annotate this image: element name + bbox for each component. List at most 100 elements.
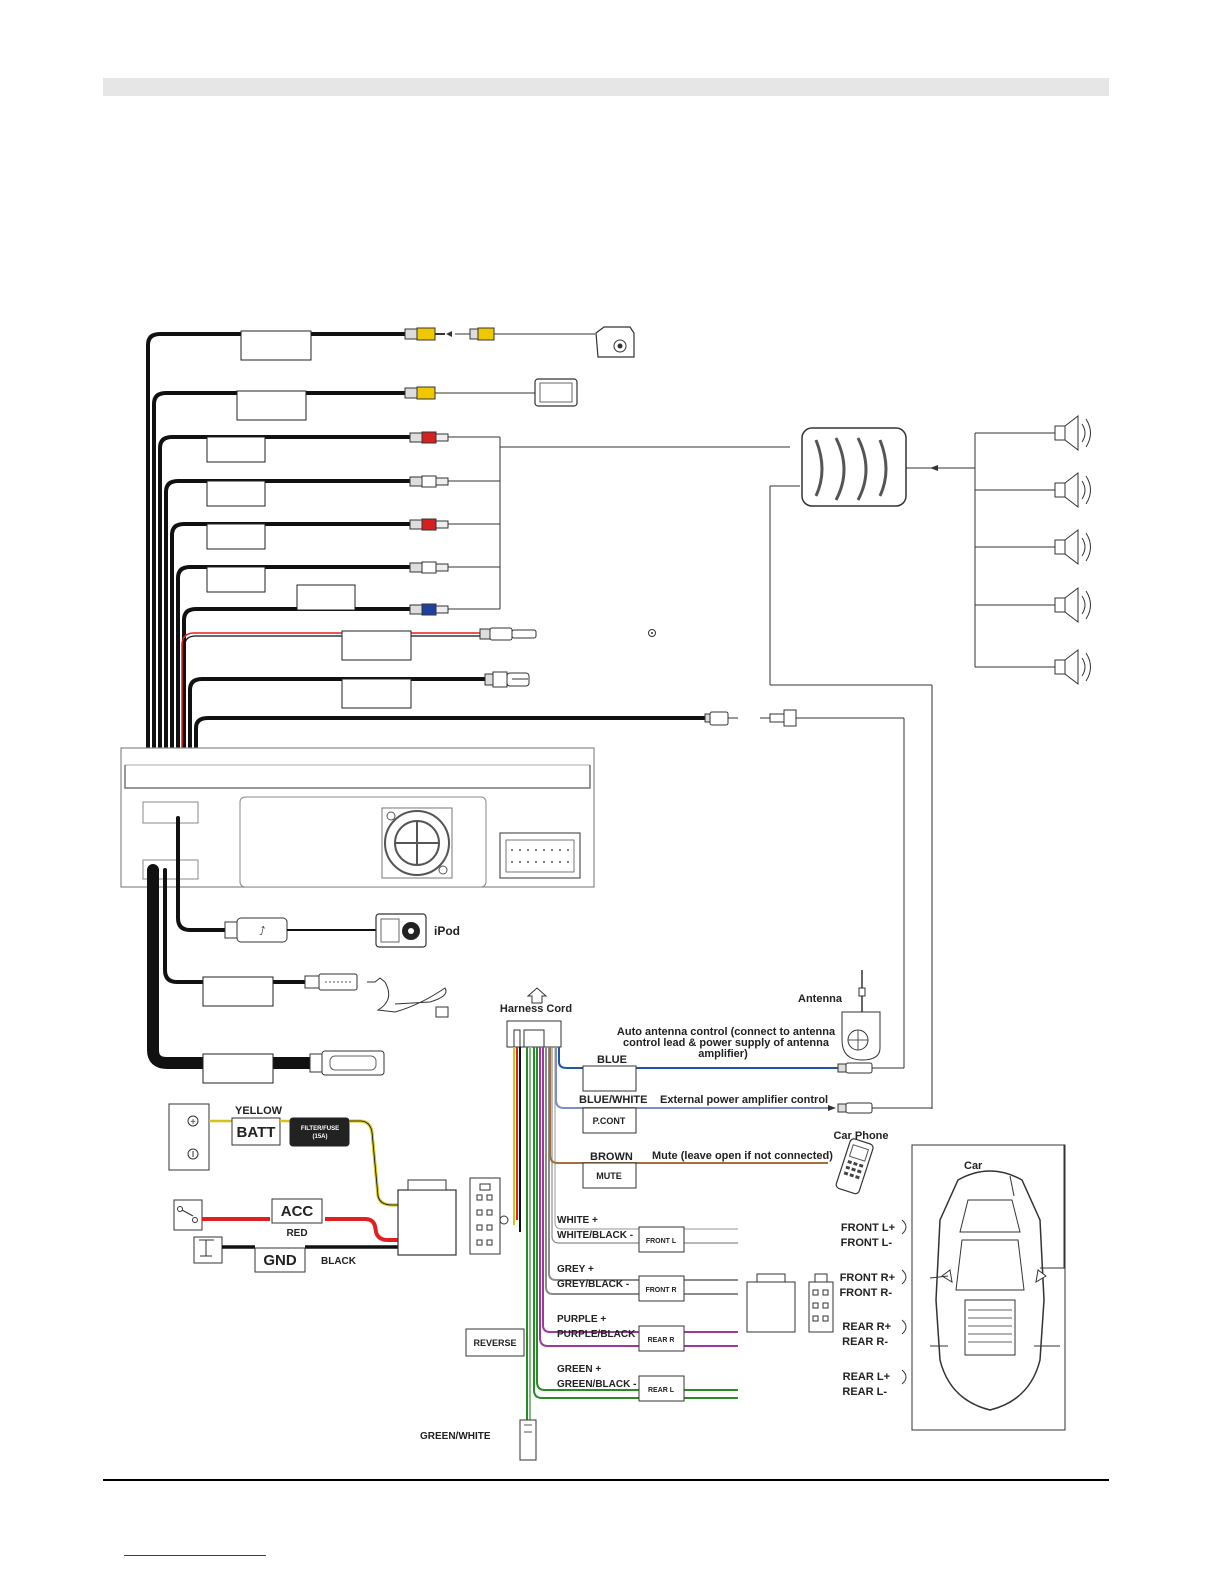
bottom-cables	[147, 816, 316, 1069]
power-section: +	[168, 1103, 509, 1273]
white-plus-label: WHITE +	[557, 1215, 598, 1226]
wire-antenna	[194, 716, 707, 792]
monitor-icon	[534, 378, 578, 407]
wire-ir	[163, 868, 307, 984]
front-r-plus-label: FRONT R+	[840, 1272, 895, 1284]
brown-label: BROWN	[590, 1151, 633, 1163]
diagram-labels: Harness Cord Antenna Auto antenna contro…	[235, 993, 983, 1442]
svg-text:+: +	[190, 1117, 196, 1128]
ipod-icon	[375, 913, 427, 948]
car-phone-icon	[835, 1138, 874, 1195]
front-r-minus-label: FRONT R-	[839, 1287, 892, 1299]
rca-plug-5	[409, 603, 500, 616]
aux-socket-icon	[484, 671, 530, 688]
antenna-label: Antenna	[798, 993, 843, 1005]
purple-plus-label: PURPLE +	[557, 1314, 606, 1325]
wire-mic-red	[181, 632, 481, 791]
white-black-minus-label: WHITE/BLACK -	[557, 1230, 633, 1241]
gnd-label: GND	[263, 1252, 297, 1269]
front-l-minus-label: FRONT L-	[841, 1237, 893, 1249]
harness-cord-icon	[506, 987, 562, 1048]
blue-label: BLUE	[597, 1054, 627, 1066]
speaker-icon-1	[1054, 414, 1091, 452]
top-wire-bundle	[146, 332, 707, 792]
rear-l-plus-label: REAR L+	[843, 1371, 890, 1383]
rear-r-plus-label: REAR R+	[842, 1321, 891, 1333]
speaker-connector-block	[746, 1273, 834, 1333]
reverse-label: REVERSE	[473, 1338, 516, 1348]
grey-plus-label: GREY +	[557, 1264, 594, 1275]
speaker-tree	[974, 432, 1055, 668]
ext-amp-note: External power amplifier control	[660, 1094, 828, 1106]
mute-label: MUTE	[596, 1171, 622, 1181]
auto-antenna-note-2: control lead & power supply of antenna	[623, 1037, 830, 1049]
car-label: Car	[964, 1160, 983, 1172]
svg-text:⭜: ⭜	[259, 924, 265, 938]
speaker-icon-2	[1054, 471, 1091, 509]
mic-jack-icon	[479, 627, 656, 641]
fan-icon	[381, 807, 453, 879]
ipod-label: iPod	[434, 924, 460, 938]
rca-plug-3	[409, 518, 500, 531]
rca-plug-1	[409, 431, 500, 444]
reverse-plug-icon	[519, 1419, 537, 1461]
rca-plug-video-out	[404, 386, 535, 400]
purple-black-label: PURPLE/BLACK	[557, 1329, 636, 1340]
head-unit	[120, 747, 595, 888]
rca-plug-2	[409, 475, 500, 488]
usb-plug-icon: ⭜	[224, 917, 376, 943]
red-label: RED	[286, 1228, 307, 1239]
pcont-label: P.CONT	[593, 1116, 626, 1126]
rear-l-minus-label: REAR L-	[842, 1386, 887, 1398]
camera-icon	[595, 326, 635, 358]
filter-fuse-label-1: FILTER/FUSE	[301, 1126, 339, 1132]
auto-antenna-note-3: amplifier)	[698, 1048, 748, 1060]
header-band	[103, 78, 1109, 96]
green-plus-label: GREEN +	[557, 1364, 601, 1375]
wire-main-harness	[147, 864, 316, 1069]
speaker-icon-5	[1054, 648, 1091, 686]
main-harness-plug-icon	[309, 1050, 385, 1076]
harness-label-boxes	[465, 1065, 685, 1402]
wire-rca-2	[164, 479, 412, 792]
front-r-box-label: FRONT R	[645, 1287, 676, 1294]
harness-end-plugs	[828, 1062, 932, 1114]
speaker-icon-3	[1054, 528, 1091, 566]
wire-rca-4	[176, 565, 412, 792]
wire-camera-in	[146, 332, 407, 792]
iso-socket-icon	[499, 832, 581, 879]
amplifier-icon	[801, 427, 975, 507]
wire-rca-3	[170, 522, 412, 792]
green-white-label: GREEN/WHITE	[420, 1431, 491, 1442]
rca-plug-camera	[404, 327, 595, 341]
batt-label: BATT	[237, 1124, 276, 1141]
rear-r-box-label: REAR R	[648, 1337, 675, 1344]
wire-rca-1	[158, 435, 412, 792]
yellow-label: YELLOW	[235, 1105, 283, 1117]
antenna-icon	[841, 970, 881, 1061]
wire-aux	[188, 677, 487, 792]
top-label-boxes	[206, 330, 412, 709]
wire-video-out	[152, 391, 407, 792]
wire-usb	[176, 816, 227, 932]
front-l-plus-label: FRONT L+	[841, 1222, 895, 1234]
filter-fuse-label-2: (15A)	[312, 1134, 327, 1140]
rca-plug-4	[409, 561, 500, 574]
grey-black-minus-label: GREY/BLACK -	[557, 1279, 629, 1290]
speaker-icon-4	[1054, 586, 1091, 624]
remote-eye-plug-icon	[304, 973, 449, 1018]
harness-wires	[513, 1047, 838, 1460]
harness-cord-label: Harness Cord	[500, 1003, 572, 1015]
car-phone-label: Car Phone	[833, 1130, 888, 1142]
rear-l-box-label: REAR L	[648, 1387, 675, 1394]
rca-plugs	[404, 327, 595, 616]
rca-bus	[499, 437, 933, 1109]
rear-r-minus-label: REAR R-	[842, 1336, 888, 1348]
auto-antenna-note-1: Auto antenna control (connect to antenna	[617, 1026, 836, 1038]
footer-link-underline[interactable]	[124, 1555, 266, 1556]
black-label: BLACK	[321, 1256, 357, 1267]
front-l-box-label: FRONT L	[646, 1238, 677, 1245]
footer-rule	[103, 1479, 1109, 1481]
wire-rca-5	[182, 607, 412, 792]
